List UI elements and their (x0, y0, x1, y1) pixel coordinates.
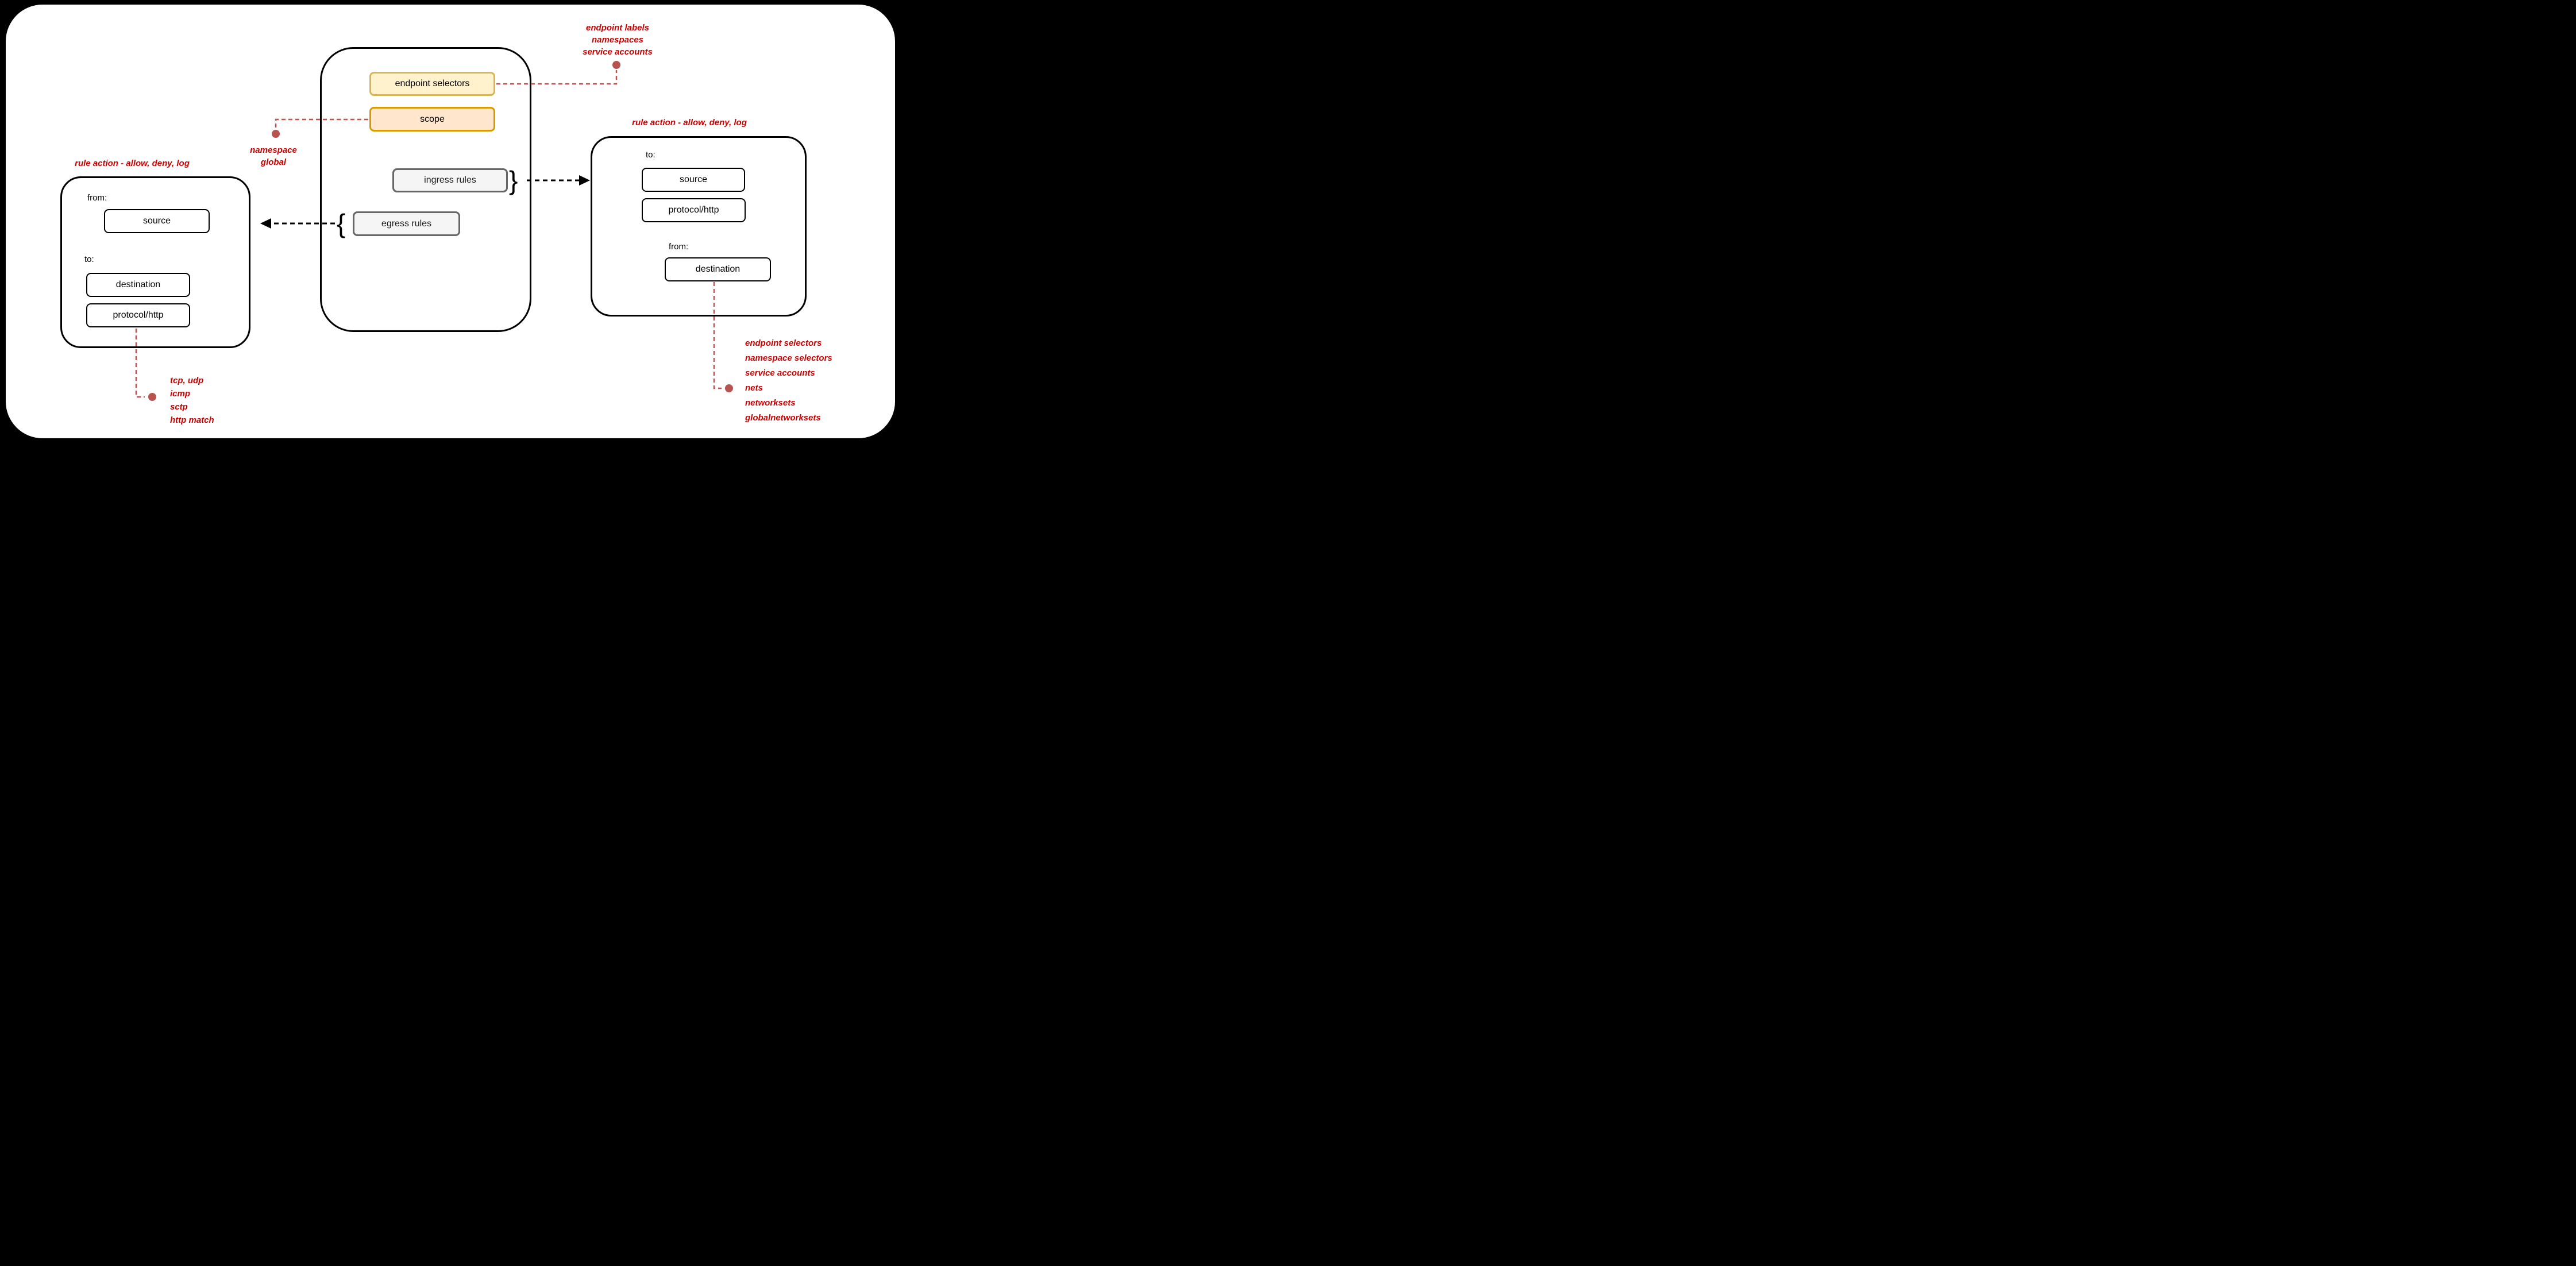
left-rule-action-title: rule action - allow, deny, log (75, 159, 190, 168)
left-source-label: source (142, 216, 171, 226)
right-source-box: source (642, 168, 745, 192)
scope-label: scope (420, 114, 445, 124)
egress-brace: { (337, 209, 346, 238)
left-to-label: to: (84, 254, 94, 264)
left-from-label: from: (87, 193, 107, 203)
annotation-line: service accounts (745, 368, 815, 378)
left-source-box: source (104, 209, 210, 233)
annotation-line: icmp (170, 389, 191, 399)
egress-rules-label: egress rules (381, 218, 432, 229)
right-protocol-label: protocol/http (668, 205, 719, 215)
right-protocol-box: protocol/http (642, 198, 746, 222)
left-destination-box: destination (86, 273, 190, 297)
destination-annotation: endpoint selectors namespace selectors s… (745, 336, 832, 426)
annotation-line: http match (170, 415, 214, 425)
right-destination-label: destination (695, 264, 741, 274)
ingress-brace: } (509, 165, 518, 195)
annotation-line: namespace (250, 145, 297, 155)
right-to-label: to: (646, 150, 655, 160)
left-destination-label: destination (115, 280, 161, 290)
right-destination-box: destination (665, 257, 771, 281)
annotation-line: namespace selectors (745, 353, 832, 363)
right-source-label: source (679, 175, 708, 184)
endpoint-selectors-annotation: endpoint labels namespaces service accou… (546, 22, 689, 58)
annotation-line: global (260, 157, 287, 167)
annotation-line: namespaces (591, 35, 644, 45)
left-protocol-label: protocol/http (113, 310, 164, 320)
annotation-line: networksets (745, 398, 796, 408)
endpoint-selectors-box: endpoint selectors (369, 72, 495, 96)
egress-rules-box: egress rules (353, 211, 460, 236)
right-from-label: from: (669, 242, 689, 252)
endpoint-selectors-label: endpoint selectors (395, 79, 470, 88)
scope-box: scope (369, 107, 495, 132)
annotation-line: service accounts (583, 47, 653, 57)
annotation-line: sctp (170, 402, 188, 412)
diagram-canvas: endpoint selectors scope ingress rules }… (0, 0, 901, 443)
left-protocol-box: protocol/http (86, 303, 190, 327)
annotation-line: globalnetworksets (745, 413, 821, 423)
annotation-line: endpoint labels (585, 23, 649, 33)
right-rule-action-title: rule action - allow, deny, log (632, 118, 747, 128)
annotation-line: nets (745, 383, 763, 393)
ingress-detail-panel (591, 136, 807, 317)
scope-annotation: namespace global (227, 144, 319, 168)
protocol-annotation: tcp, udp icmp sctp http match (170, 374, 214, 427)
ingress-rules-label: ingress rules (424, 175, 476, 185)
annotation-line: tcp, udp (170, 376, 204, 385)
ingress-rules-box: ingress rules (392, 168, 508, 192)
annotation-line: endpoint selectors (745, 338, 822, 348)
